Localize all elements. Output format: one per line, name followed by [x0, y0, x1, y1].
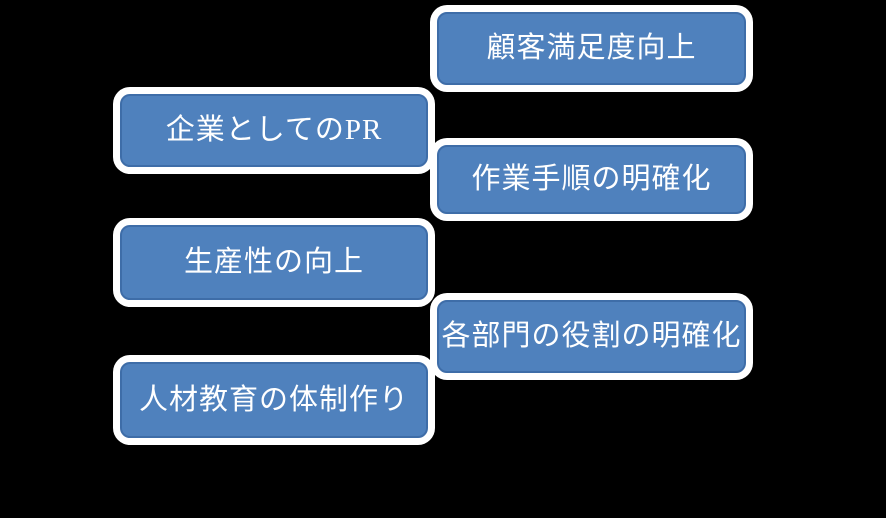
box-label: 生産性の向上	[183, 246, 364, 278]
box-corporate-pr: 企業としてのPR	[120, 94, 428, 167]
box-hr-education-system: 人材教育の体制作り	[120, 362, 428, 438]
box-productivity-improvement: 生産性の向上	[120, 225, 428, 300]
box-department-role-clarification: 各部門の役割の明確化	[437, 300, 746, 373]
box-work-procedure-clarification: 作業手順の明確化	[437, 145, 746, 214]
box-label: 各部門の役割の明確化	[441, 320, 742, 352]
box-label: 人材教育の体制作り	[138, 383, 409, 416]
box-customer-satisfaction: 顧客満足度向上	[437, 12, 746, 85]
box-label: 顧客満足度向上	[486, 32, 697, 64]
box-label: 企業としてのPR	[165, 114, 383, 146]
box-label: 作業手順の明確化	[471, 163, 712, 195]
